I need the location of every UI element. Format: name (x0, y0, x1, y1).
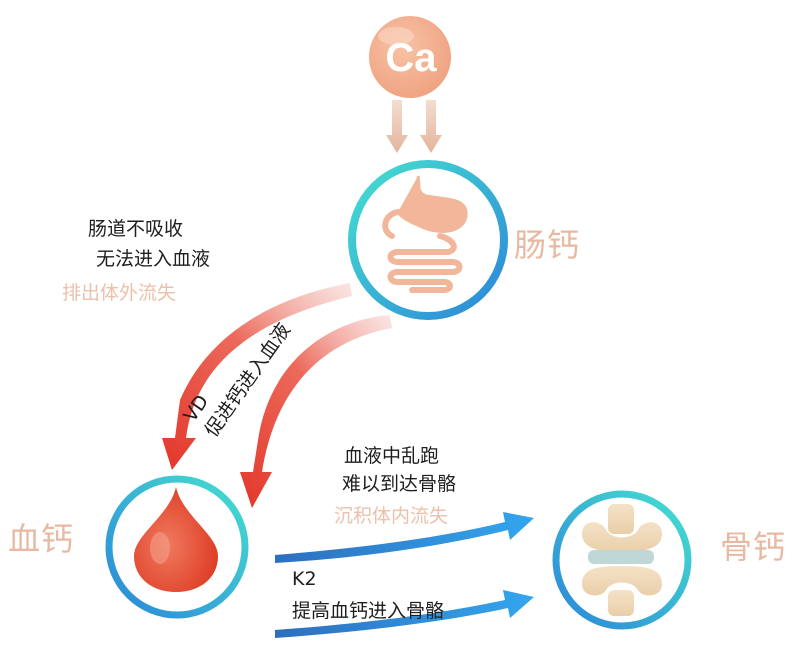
k2-agent-label: K2 (292, 568, 317, 590)
stomach-intestine-icon (382, 175, 468, 293)
blood-line-2: 难以到达骨骼 (342, 473, 457, 495)
vd-red-arrows (162, 283, 392, 508)
blood-node (105, 475, 249, 619)
blood-drop-icon (134, 487, 218, 592)
blood-label: 血钙 (8, 520, 75, 558)
blue-arrow-upper (275, 512, 534, 563)
bone-label: 骨钙 (720, 528, 787, 566)
red-arrow-outer (162, 283, 352, 470)
blood-line-3: 沉积体内流失 (334, 505, 449, 527)
joint-icon (582, 504, 662, 616)
calcium-symbol: Ca (385, 36, 437, 80)
red-arrow-inner (240, 315, 392, 508)
calcium-ball-highlight (378, 27, 414, 45)
down-arrow-left (386, 100, 408, 153)
intestine-ring (348, 160, 508, 320)
blood-line-1: 血液中乱跑 (344, 445, 440, 467)
intestine-node (348, 160, 508, 320)
gut-line-3: 排出体外流失 (62, 282, 177, 304)
intestine-label: 肠钙 (514, 226, 581, 264)
calcium-node: Ca (369, 16, 451, 98)
k2-blue-arrows (275, 512, 534, 638)
gut-line-2: 无法进入血液 (96, 248, 211, 270)
blue-arrow-lower (275, 590, 534, 638)
blood-drop-highlight (150, 532, 170, 564)
down-arrow-right (420, 100, 442, 153)
k2-path-text: 提高血钙进入骨骼 (292, 600, 445, 622)
bone-node (552, 490, 692, 630)
calcium-down-arrows (386, 100, 442, 153)
gut-line-1: 肠道不吸收 (88, 218, 184, 240)
